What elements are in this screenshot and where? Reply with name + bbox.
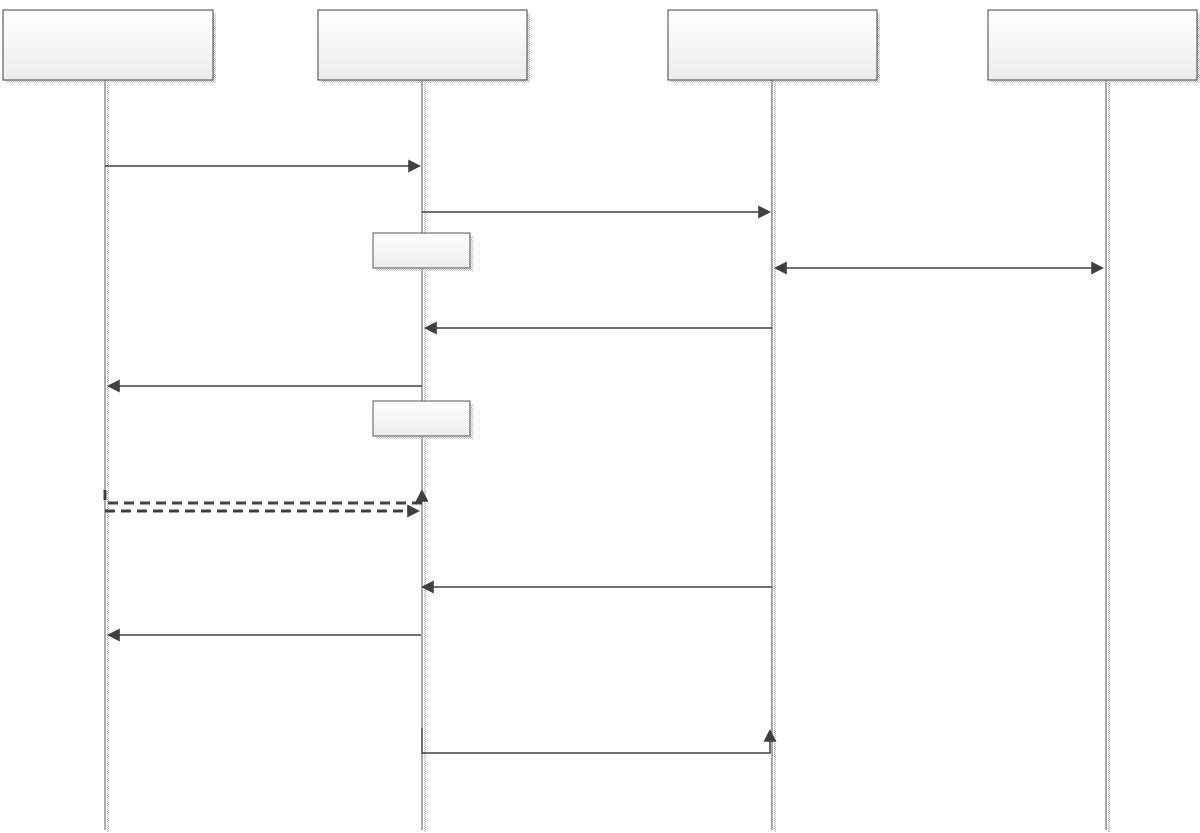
participant-box-p2 xyxy=(317,9,528,81)
note-box xyxy=(372,400,471,437)
arrowhead xyxy=(763,729,777,742)
participant-box-p4 xyxy=(987,9,1198,81)
arrowhead xyxy=(774,261,787,275)
lifeline-shadow xyxy=(424,82,426,832)
note-box xyxy=(372,232,471,269)
arrowhead xyxy=(415,489,429,502)
participant-box-p1 xyxy=(2,9,214,81)
arrowhead xyxy=(107,628,120,642)
lifeline-shadow xyxy=(774,82,776,832)
arrowhead xyxy=(424,321,437,335)
participant-box-p3 xyxy=(667,9,878,81)
message-10 xyxy=(421,728,771,754)
arrowhead xyxy=(408,159,421,173)
message-6 xyxy=(103,490,424,505)
lifeline-shadow xyxy=(1108,82,1110,832)
arrowhead xyxy=(758,205,771,219)
arrowhead xyxy=(407,504,420,518)
arrowhead xyxy=(1091,261,1104,275)
arrowhead xyxy=(107,379,120,393)
lifeline-shadow xyxy=(107,82,109,832)
arrowhead xyxy=(421,580,434,594)
